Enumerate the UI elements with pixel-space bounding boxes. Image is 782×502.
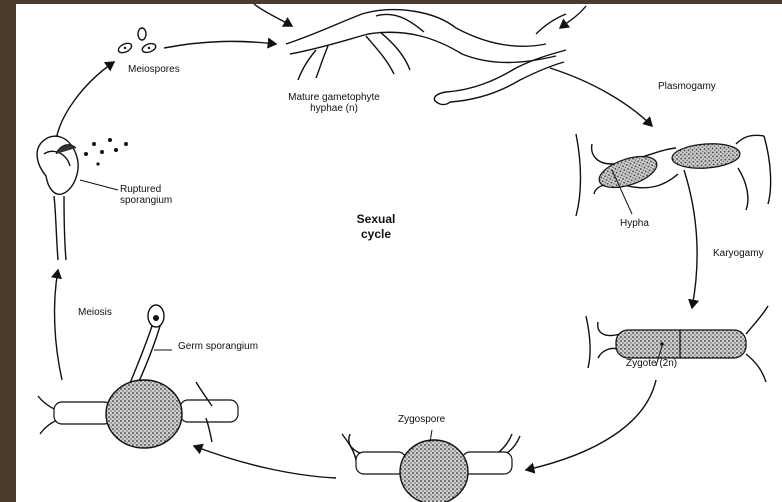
label-ruptured-sporangium: Ruptured sporangium — [120, 184, 172, 206]
label-ruptured-line2: sporangium — [120, 195, 172, 206]
label-meiosis: Meiosis — [78, 307, 112, 318]
label-mature-hyphae-line2: hyphae (n) — [310, 103, 358, 114]
zygote-drawing — [586, 306, 768, 382]
label-mature-hyphae-line1: Mature gametophyte — [288, 92, 380, 103]
zygospore-drawing — [342, 430, 520, 502]
center-title: Sexual cycle — [346, 212, 406, 242]
label-karyogamy: Karyogamy — [713, 248, 764, 259]
center-title-line2: cycle — [361, 227, 391, 241]
label-hypha: Hypha — [620, 218, 649, 229]
life-cycle-drawing — [16, 4, 782, 502]
label-plasmogamy: Plasmogamy — [658, 81, 716, 92]
plasmogamy-drawing — [576, 134, 771, 216]
center-title-line1: Sexual — [357, 212, 396, 226]
label-meiospores: Meiospores — [128, 64, 180, 75]
germ-sporangium-drawing — [38, 305, 238, 448]
label-mature-hyphae: Mature gametophyte hyphae (n) — [270, 92, 398, 114]
ruptured-sporangium-drawing — [37, 136, 128, 260]
label-germ-sporangium: Germ sporangium — [178, 341, 258, 352]
diagram-canvas: Meiospores Mature gametophyte hyphae (n)… — [16, 4, 782, 502]
label-zygote: Zygote (2n) — [626, 358, 677, 369]
mature-hyphae-drawing — [286, 10, 566, 105]
label-ruptured-line1: Ruptured — [120, 184, 161, 195]
label-zygospore: Zygospore — [398, 414, 445, 425]
meiospores-drawing — [117, 28, 157, 55]
